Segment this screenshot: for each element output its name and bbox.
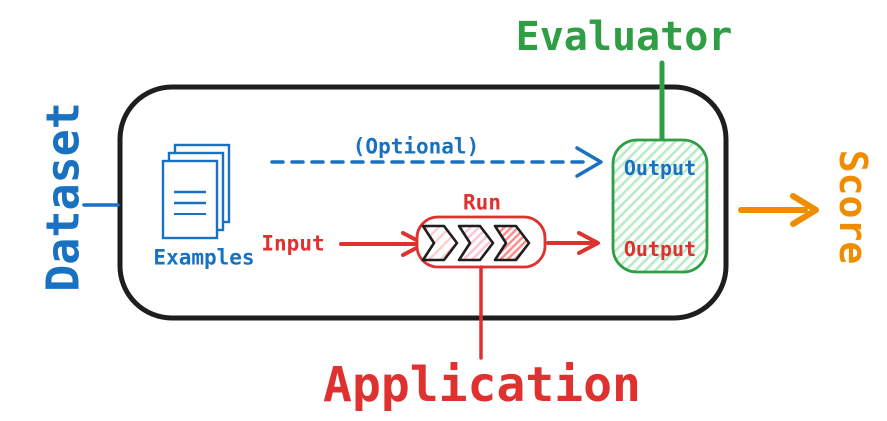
- score-arrow: [738, 193, 819, 227]
- arrowhead-right-icon: [577, 231, 600, 255]
- application-label: Application: [323, 357, 641, 413]
- reference-output-label: Output: [623, 156, 697, 180]
- documents-icon: [161, 143, 231, 240]
- evaluator-output-box: [611, 138, 709, 274]
- run-output-arrow: [546, 231, 600, 255]
- score-label: Score: [831, 149, 875, 265]
- input-arrow: [339, 231, 426, 257]
- optional-label: (Optional): [352, 134, 480, 159]
- chevron-step-2: [457, 224, 495, 262]
- chevron-step-1: [421, 224, 459, 262]
- arrowhead-right-icon: [790, 193, 819, 227]
- document-page-front: [161, 159, 219, 240]
- arrowhead-right-icon: [575, 146, 603, 178]
- dataset-label: Dataset: [36, 102, 90, 292]
- main-boundary-box: [117, 84, 729, 321]
- chevron-pipeline-icon: [421, 224, 531, 262]
- input-label: Input: [261, 231, 325, 256]
- optional-dashed-arrow: [270, 146, 603, 178]
- application-output-label: Output: [623, 237, 697, 261]
- examples-label: Examples: [153, 245, 255, 270]
- chevron-step-3: [493, 224, 531, 262]
- evaluator-label: Evaluator: [515, 14, 733, 60]
- run-label: Run: [463, 190, 501, 215]
